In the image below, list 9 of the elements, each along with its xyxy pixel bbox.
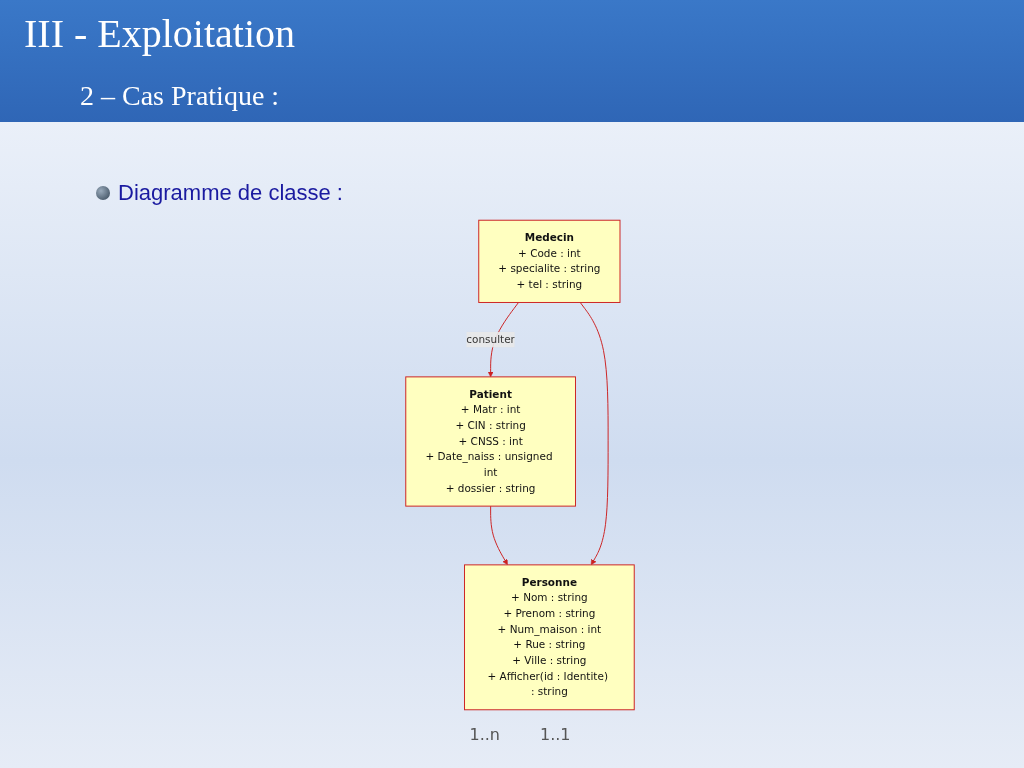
- bullet-text: Diagramme de classe :: [118, 180, 343, 206]
- slide-title: III - Exploitation: [24, 10, 296, 57]
- multiplicity-label: 1..n: [469, 725, 500, 744]
- multiplicity-label: 1..1: [540, 725, 571, 744]
- node-box: Patient + Matr : int + CIN : string + CNSS : int + Date_naiss : unsigned int + dossier : string: [405, 376, 576, 507]
- node-box: Personne + Nom : string + Prenom : string + Num_maison : int + Rue : string + Ville : string + Afficher(id : Identite) : string: [464, 564, 635, 711]
- slide-subtitle: 2 – Cas Pratique :: [80, 80, 280, 112]
- node-box: Medecin + Code : int + specialite : string + tel : string: [478, 219, 621, 303]
- edge-label: consulter: [466, 333, 515, 346]
